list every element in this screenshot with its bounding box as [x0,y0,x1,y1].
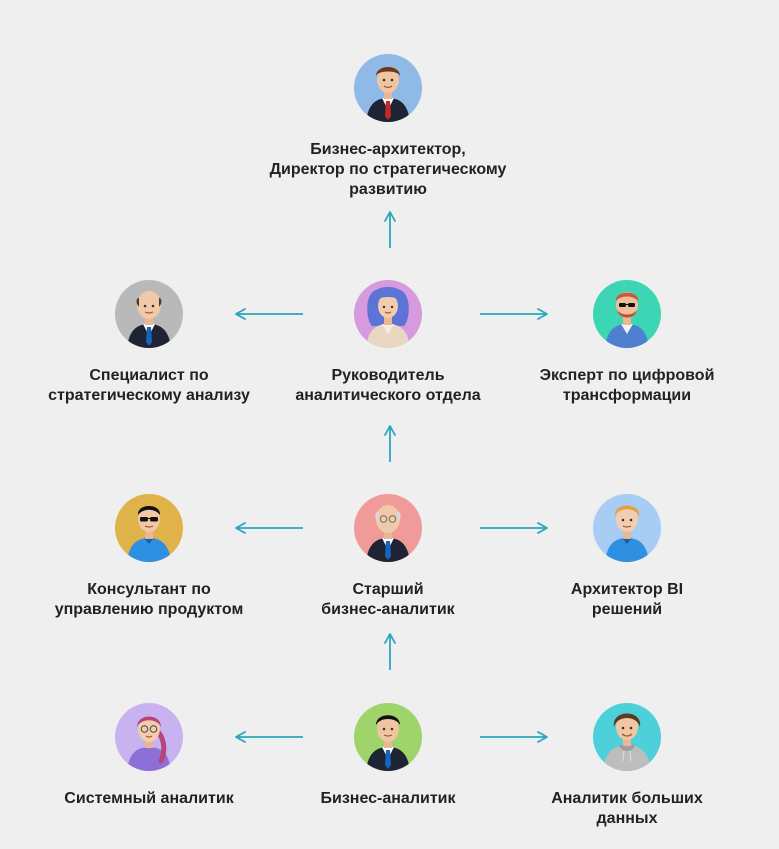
role-strategy-specialist: Специалист по стратегическому анализу [29,280,269,406]
woman-blue-hair-icon [354,280,422,348]
role-label: Аналитик больших данных [551,790,703,827]
role-system-analyst: Системный аналитик [29,703,269,809]
woman-with-glasses-icon [115,703,183,771]
man-with-sunglasses-icon [593,280,661,348]
role-business-architect: Бизнес-архитектор, Директор по стратегич… [268,54,508,200]
role-label: Бизнес-аналитик [320,790,456,807]
man-with-sunglasses-icon [115,494,183,562]
role-label: Архитектор BI решений [570,581,684,618]
role-label: Руководитель аналитического отдела [295,367,481,404]
role-label: Старший бизнес-аналитик [321,581,455,618]
role-label: Бизнес-архитектор, Директор по стратегич… [269,141,507,198]
role-digital-expert: Эксперт по цифровой трансформации [507,280,747,406]
role-bigdata-analyst: Аналитик больших данных [507,703,747,829]
bald-man-in-suit-icon [115,280,183,348]
blond-man-icon [593,494,661,562]
man-in-hoodie-icon [593,703,661,771]
role-label: Специалист по стратегическому анализу [48,367,250,404]
role-product-consultant: Консультант по управлению продуктом [29,494,269,620]
role-label: Системный аналитик [64,790,234,807]
senior-man-with-glasses-icon [354,494,422,562]
role-bi-architect: Архитектор BI решений [507,494,747,620]
man-in-suit-icon [354,54,422,122]
role-senior-ba: Старший бизнес-аналитик [268,494,508,620]
role-analytics-head: Руководитель аналитического отдела [268,280,508,406]
man-in-suit-icon [354,703,422,771]
role-label: Консультант по управлению продуктом [54,581,244,618]
role-label: Эксперт по цифровой трансформации [539,367,715,404]
role-business-analyst: Бизнес-аналитик [268,703,508,809]
